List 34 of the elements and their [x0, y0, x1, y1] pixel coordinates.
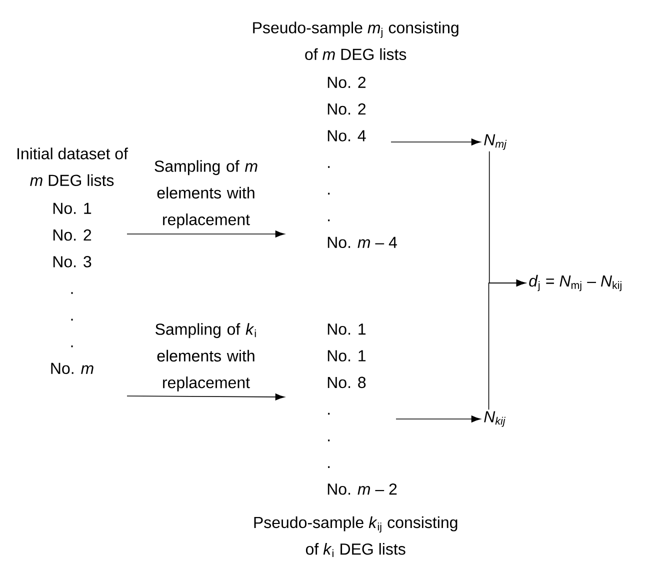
arrow [126, 394, 285, 400]
ellipsis-dot: . [71, 345, 73, 348]
arrow [390, 138, 481, 146]
list-item: No. 1 [328, 324, 366, 335]
ellipsis-dot: . [328, 412, 330, 415]
list-item: No. m – 4 [328, 236, 397, 248]
arrow [126, 230, 285, 238]
heading: Pseudo-sample k$_{ij}$ consisting of k$_{i}$ DEG lists [254, 516, 458, 558]
ellipsis-dot: . [71, 318, 73, 321]
ellipsis-dot: . [328, 219, 330, 222]
ellipsis-dot: . [328, 440, 330, 442]
heading: Initial dataset of m DEG lists [18, 148, 128, 186]
list-item: No. 8 [328, 376, 366, 388]
list-item: No. 2 [328, 76, 366, 88]
ellipsis-dot: . [328, 166, 330, 168]
arrow [396, 416, 481, 422]
formula-text: d$_{j}$ = N$_{mj}$ – N$_{kij}$ [529, 274, 622, 292]
list-item: No. 1 [53, 202, 92, 214]
list-item: No. m – 2 [328, 483, 397, 495]
list-item: No. 1 [328, 350, 366, 362]
formula-text: N$_{mj}$ [484, 134, 507, 150]
list-item: No. 2 [53, 229, 92, 241]
heading: Pseudo-sample m$_{j}$ consisting of m DEG lists [253, 22, 458, 60]
list-item: No. 3 [53, 256, 92, 268]
arrow [488, 280, 526, 410]
list-item: No. 2 [328, 103, 366, 115]
edge-label: Sampling of m elements with replacement [154, 160, 258, 228]
list-item: No. m [51, 362, 94, 374]
ellipsis-dot: . [71, 292, 73, 294]
edge-label: Sampling of k$_{i}$ elements with replacement [156, 323, 256, 392]
list-item: No. 4 [328, 130, 366, 142]
ellipsis-dot: . [328, 192, 330, 195]
formula-text: N$_{kij}$ [484, 411, 506, 427]
ellipsis-dot: . [328, 466, 330, 468]
